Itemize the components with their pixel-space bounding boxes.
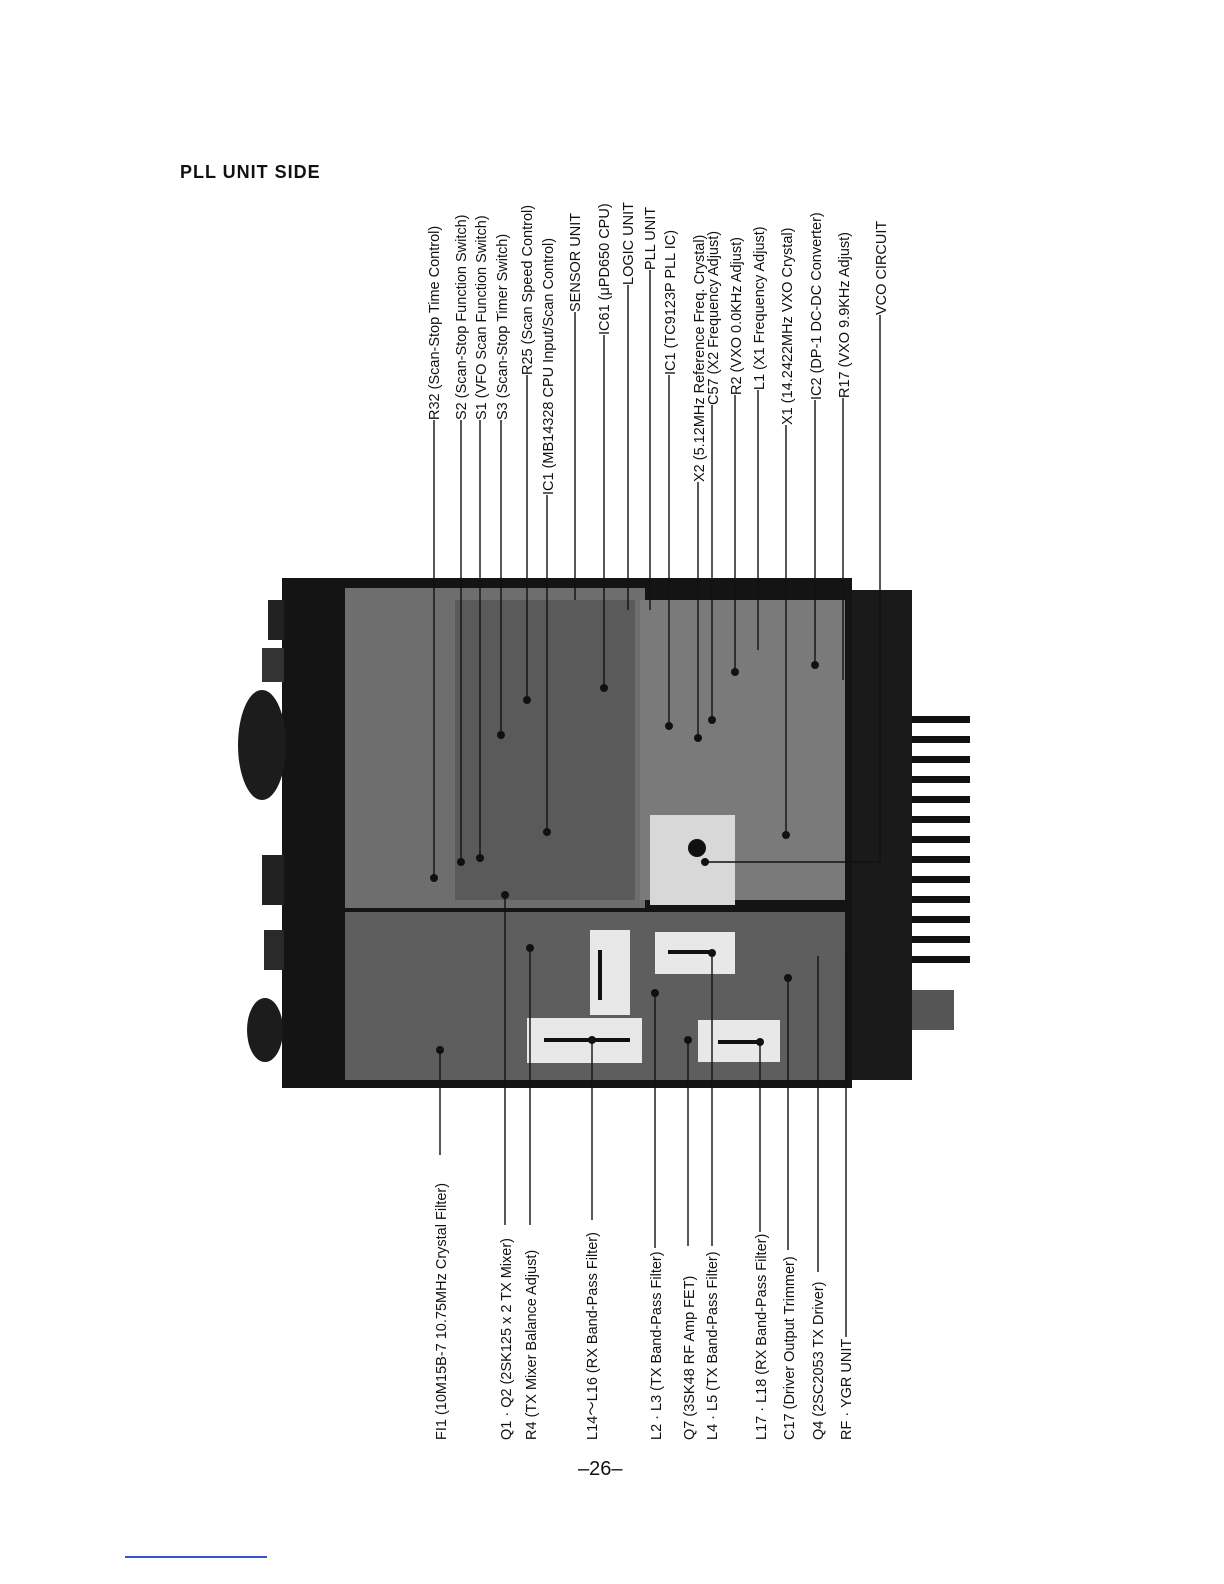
label-r17: R17 (VXO 9.9KHz Adjust): [837, 232, 853, 398]
label-rf-ygr-unit: RF · YGR UNIT: [839, 1339, 855, 1440]
label-x2: X2 (5.12MHz Reference Freq. Crystal): [692, 235, 708, 482]
radio-chassis-photo: [238, 578, 970, 1088]
page-title: PLL UNIT SIDE: [180, 162, 321, 182]
label-pll-unit: PLL UNIT: [643, 207, 659, 270]
label-l4-l5: L4 · L5 (TX Band-Pass Filter): [705, 1251, 721, 1440]
label-r25: R25 (Scan Speed Control): [520, 205, 536, 375]
label-vco-circuit: VCO CIRCUIT: [874, 221, 890, 315]
label-sensor-unit: SENSOR UNIT: [568, 213, 584, 312]
label-q7: Q7 (3SK48 RF Amp FET): [682, 1276, 698, 1440]
label-l2-l3: L2 · L3 (TX Band-Pass Filter): [649, 1251, 665, 1440]
label-fi1: FI1 (10M15B-7 10.75MHz Crystal Filter): [434, 1183, 450, 1440]
label-ic61: IC61 (μPD650 CPU): [597, 203, 613, 335]
label-l14-l16: L14～L16 (RX Band-Pass Filter): [585, 1232, 601, 1440]
page-number: –26–: [578, 1458, 623, 1480]
label-s3: S3 (Scan-Stop Timer Switch): [495, 234, 511, 420]
label-c57: C57 (X2 Frequency Adjust): [706, 231, 722, 405]
label-c17: C17 (Driver Output Trimmer): [782, 1256, 798, 1440]
label-logic-unit: LOGIC UNIT: [621, 202, 637, 285]
top-label-group: R32 (Scan-Stop Time Control) S2 (Scan-St…: [427, 202, 890, 495]
label-x1: X1 (14.2422MHz VXO Crystal): [780, 228, 796, 425]
bottom-leader-lines: [439, 895, 847, 1337]
label-r32: R32 (Scan-Stop Time Control): [427, 226, 443, 420]
top-leader-lines: [433, 270, 881, 878]
label-q4: Q4 (2SC2053 TX Driver): [811, 1282, 827, 1440]
label-s2: S2 (Scan-Stop Function Switch): [454, 214, 470, 420]
label-l17-l18: L17 · L18 (RX Band-Pass Filter): [754, 1234, 770, 1440]
bottom-label-group: FI1 (10M15B-7 10.75MHz Crystal Filter) Q…: [434, 1183, 855, 1440]
label-ic1-cpu-input: IC1 (MB14328 CPU Input/Scan Control): [541, 238, 557, 495]
top-leader-dots: [430, 661, 819, 882]
bottom-leader-dots: [436, 891, 792, 1054]
label-r2: R2 (VXO 0.0KHz Adjust): [729, 237, 745, 395]
label-s1: S1 (VFO Scan Function Switch): [474, 215, 490, 420]
footer-rule: [125, 1556, 267, 1558]
label-ic2: IC2 (DP-1 DC-DC Converter): [809, 212, 825, 400]
label-l1: L1 (X1 Frequency Adjust): [752, 226, 768, 390]
label-q1-q2: Q1 · Q2 (2SK125 x 2 TX Mixer): [499, 1238, 515, 1440]
label-r4: R4 (TX Mixer Balance Adjust): [524, 1250, 540, 1440]
label-ic1-pll: IC1 (TC9123P PLL IC): [663, 230, 679, 375]
